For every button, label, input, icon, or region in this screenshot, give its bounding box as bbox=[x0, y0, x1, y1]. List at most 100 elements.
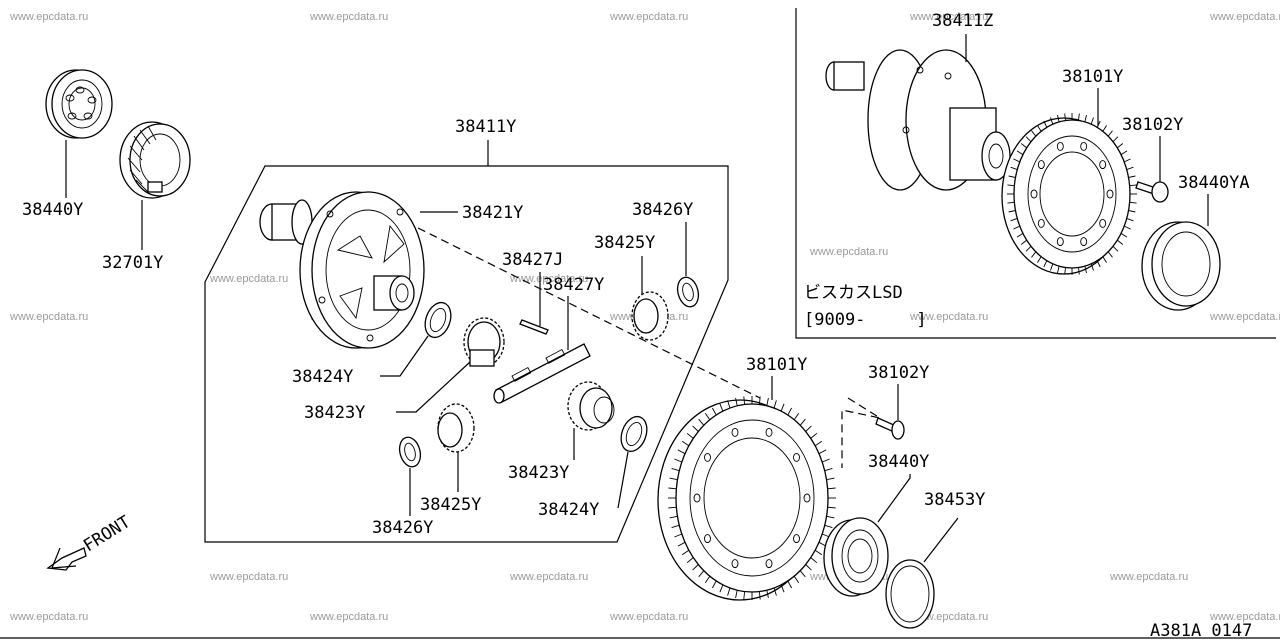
part-label-38423Y-left: 38423Y bbox=[304, 403, 365, 423]
gear-tooth bbox=[735, 397, 738, 406]
final-gear-38101Y bbox=[657, 376, 836, 601]
inset-frame bbox=[795, 8, 1276, 339]
gear-tooth bbox=[1129, 201, 1137, 204]
gear-tooth bbox=[735, 590, 738, 599]
watermark-text: www.epcdata.ru bbox=[309, 611, 388, 623]
bolt-hole bbox=[704, 452, 711, 462]
gear-tooth bbox=[668, 487, 677, 490]
gear-tooth bbox=[818, 449, 827, 455]
bolt-hole bbox=[765, 427, 773, 437]
gear-tooth bbox=[1016, 150, 1024, 155]
gear-tooth bbox=[758, 396, 761, 405]
gear-tooth bbox=[793, 575, 800, 584]
bolt-hole bbox=[731, 559, 739, 569]
gear-tooth bbox=[1120, 233, 1128, 238]
part-label-38427Y: 38427Y bbox=[543, 275, 604, 295]
part-label-38101Y-main: 38101Y bbox=[746, 355, 807, 375]
gear-tooth bbox=[698, 418, 705, 426]
part-label-38421Y: 38421Y bbox=[462, 203, 523, 223]
part-label-38101Y-inset: 38101Y bbox=[1062, 67, 1123, 87]
gear-tooth bbox=[1007, 201, 1015, 204]
gear-tooth bbox=[780, 403, 785, 412]
gear-tooth bbox=[1016, 233, 1024, 238]
bolt-hole bbox=[1037, 218, 1045, 228]
gear-tooth bbox=[1008, 210, 1016, 213]
gear-tooth bbox=[1090, 117, 1094, 125]
watermark-text: www.epcdata.ru bbox=[509, 571, 588, 583]
watermark-text: www.epcdata.ru bbox=[9, 11, 88, 23]
gear-tooth bbox=[793, 412, 800, 421]
gear-tooth bbox=[758, 591, 761, 600]
watermark-text: www.epcdata.ru bbox=[1109, 571, 1188, 583]
gear-tooth bbox=[1107, 251, 1113, 258]
gear-tooth bbox=[671, 467, 680, 472]
washer-38426Y-bottom bbox=[398, 436, 422, 516]
gear-tooth bbox=[826, 477, 835, 481]
part-label-38424Y-left: 38424Y bbox=[292, 367, 353, 387]
washer-38426Y-top bbox=[676, 222, 700, 308]
gear-tooth bbox=[1124, 225, 1131, 230]
gear-tooth bbox=[1078, 267, 1080, 275]
gear-tooth bbox=[692, 425, 699, 432]
bolt-hole bbox=[793, 452, 800, 462]
bolt-hole bbox=[1099, 160, 1107, 170]
gear-tooth bbox=[1128, 175, 1136, 178]
gear-tooth bbox=[1037, 125, 1042, 132]
gear-tooth bbox=[674, 458, 682, 463]
gear-32701Y bbox=[119, 121, 191, 250]
part-label-38424Y-right: 38424Y bbox=[538, 500, 599, 520]
gear-tooth bbox=[780, 584, 785, 593]
part-label-38102Y-inset: 38102Y bbox=[1122, 115, 1183, 135]
gear-tooth bbox=[1126, 217, 1134, 222]
inset-note-line1: ビスカスLSD bbox=[804, 283, 903, 303]
inset-note-line2: [9009- ] bbox=[804, 310, 927, 330]
part-label-38425Y-top: 38425Y bbox=[594, 233, 655, 253]
gear-tooth bbox=[669, 515, 678, 519]
gear-tooth bbox=[824, 467, 833, 472]
gear-tooth bbox=[1102, 256, 1107, 263]
bolt-hole bbox=[1030, 189, 1038, 199]
watermark-text: www.epcdata.ru bbox=[9, 311, 88, 323]
watermark-text: www.epcdata.ru bbox=[609, 11, 688, 23]
gear-tooth bbox=[698, 570, 705, 578]
gear-tooth bbox=[719, 403, 724, 412]
gear-tooth bbox=[1112, 136, 1119, 143]
gear-tooth bbox=[743, 396, 746, 405]
part-label-38423Y-right: 38423Y bbox=[508, 463, 569, 483]
part-label-38102Y-main: 38102Y bbox=[868, 363, 929, 383]
gear-tooth bbox=[681, 549, 690, 556]
bolt-hole bbox=[1080, 237, 1088, 247]
bolt-38102Y-main bbox=[875, 384, 905, 440]
bolt-hole bbox=[693, 493, 701, 503]
part-label-38440Y-left: 38440Y bbox=[22, 200, 83, 220]
pin-38427J bbox=[519, 272, 549, 335]
gear-tooth bbox=[1084, 265, 1087, 274]
washer-38424Y-right bbox=[617, 415, 648, 509]
gear-tooth bbox=[1050, 117, 1054, 125]
gear-tooth bbox=[1102, 125, 1107, 132]
bearing-38440YA bbox=[1141, 194, 1221, 311]
watermark-text: www.epcdata.ru bbox=[509, 273, 588, 285]
gear-tooth bbox=[1124, 158, 1131, 163]
part-label-38453Y: 38453Y bbox=[924, 490, 985, 510]
gear-tooth bbox=[1043, 260, 1048, 268]
bolt-hole bbox=[1080, 141, 1088, 151]
gear-tooth bbox=[1126, 166, 1134, 171]
gear-tooth bbox=[799, 418, 806, 426]
gear-tooth bbox=[1013, 225, 1020, 230]
gear-tooth bbox=[1120, 150, 1128, 155]
gear-tooth bbox=[1090, 263, 1094, 271]
gear-38425Y-bottom bbox=[437, 403, 475, 492]
diff-case-38421Y bbox=[259, 191, 458, 349]
gear-tooth bbox=[1031, 130, 1037, 137]
watermark-text: www.epcdata.ru bbox=[809, 246, 888, 258]
watermark-text: www.epcdata.ru bbox=[609, 611, 688, 623]
gear-tooth bbox=[1037, 256, 1042, 263]
gear-tooth bbox=[727, 587, 731, 596]
bolt-38102Y-inset bbox=[1135, 136, 1169, 203]
gear-tooth bbox=[773, 400, 777, 409]
gear-tooth bbox=[719, 584, 724, 593]
gear-tooth bbox=[677, 541, 686, 547]
bolt-hole bbox=[1099, 218, 1107, 228]
